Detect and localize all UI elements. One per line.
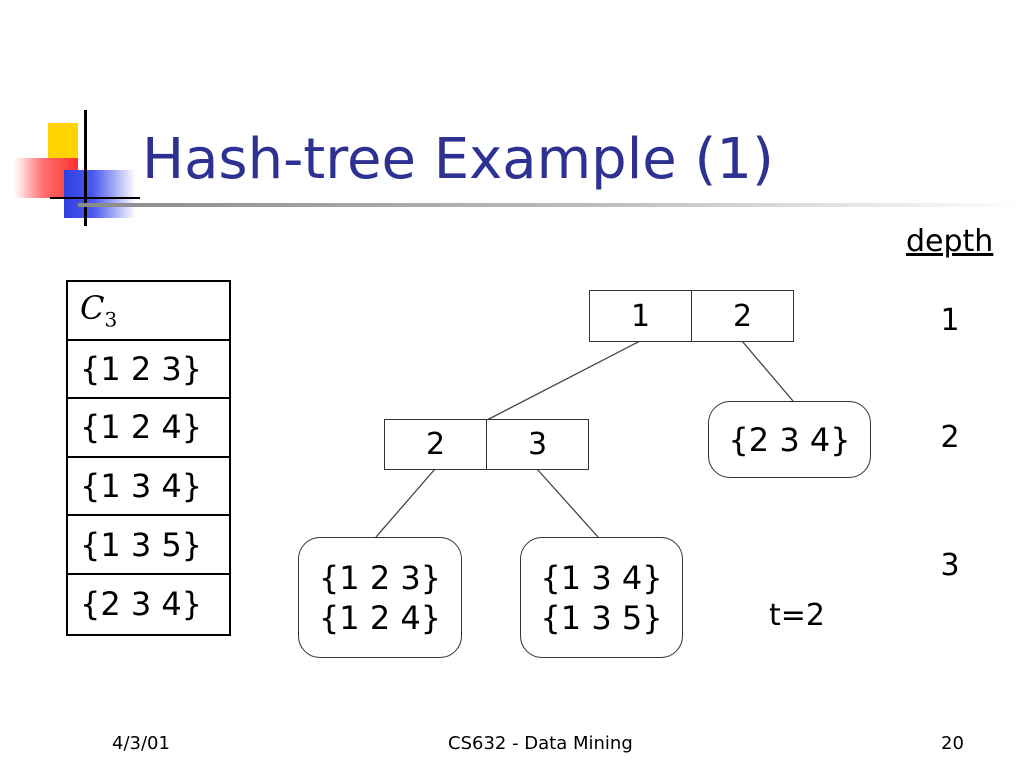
logo-blue-square <box>64 170 136 218</box>
tree-inner-node: 2 3 <box>384 419 589 470</box>
depth-3: 3 <box>940 548 960 583</box>
depth-2: 2 <box>940 420 960 455</box>
leaf-node-234: {2 3 4} <box>708 401 871 478</box>
title-underline-rule <box>78 203 1024 207</box>
depth-label: depth <box>906 224 994 259</box>
table-header-symbol: C3 <box>80 289 118 332</box>
footer-course: CS632 - Data Mining <box>448 733 633 754</box>
table-row: {2 3 4} <box>80 585 203 624</box>
logo-horizontal-line <box>50 197 140 199</box>
edge-inner-to-left-leaf <box>375 468 436 538</box>
root-cell-2: 2 <box>691 291 793 341</box>
table-row: {1 3 4} <box>68 458 229 517</box>
table-row: {1 3 5} <box>68 516 229 575</box>
leaf-itemset: {1 2 3} <box>318 558 442 597</box>
inner-cell-2: 2 <box>425 427 446 462</box>
logo-vertical-line <box>84 110 87 226</box>
threshold-label: t=2 <box>769 598 825 633</box>
tree-root-node: 1 2 <box>589 290 794 342</box>
slide-title: Hash-tree Example (1) <box>142 127 774 192</box>
edge-inner-to-right-leaf <box>536 468 599 538</box>
inner-cell-3: 3 <box>486 420 588 469</box>
depth-1: 1 <box>940 303 960 338</box>
table-row: {1 2 3} <box>68 341 229 400</box>
edge-root-to-leaf-234 <box>741 340 794 402</box>
footer-page-number: 20 <box>941 733 964 754</box>
table-header-subscript: 3 <box>104 307 118 332</box>
leaf-itemset: {1 3 4} <box>540 558 663 597</box>
table-header: C3 <box>68 282 229 341</box>
footer-date: 4/3/01 <box>112 733 170 754</box>
leaf-itemset: {1 2 4} <box>318 598 442 637</box>
root-cell-1: 1 <box>630 298 651 334</box>
leaf-itemset: {1 3 5} <box>540 598 663 637</box>
leaf-itemset: {2 3 4} <box>728 420 851 459</box>
leaf-node-left: {1 2 3} {1 2 4} <box>298 537 462 658</box>
candidate-itemset-table: C3 {1 2 3} {1 2 4} {1 3 4} {1 3 5} {2 3 … <box>66 280 231 636</box>
leaf-node-right: {1 3 4} {1 3 5} <box>520 537 683 658</box>
edge-root-to-inner <box>486 340 641 421</box>
table-row: {1 2 4} <box>68 399 229 458</box>
